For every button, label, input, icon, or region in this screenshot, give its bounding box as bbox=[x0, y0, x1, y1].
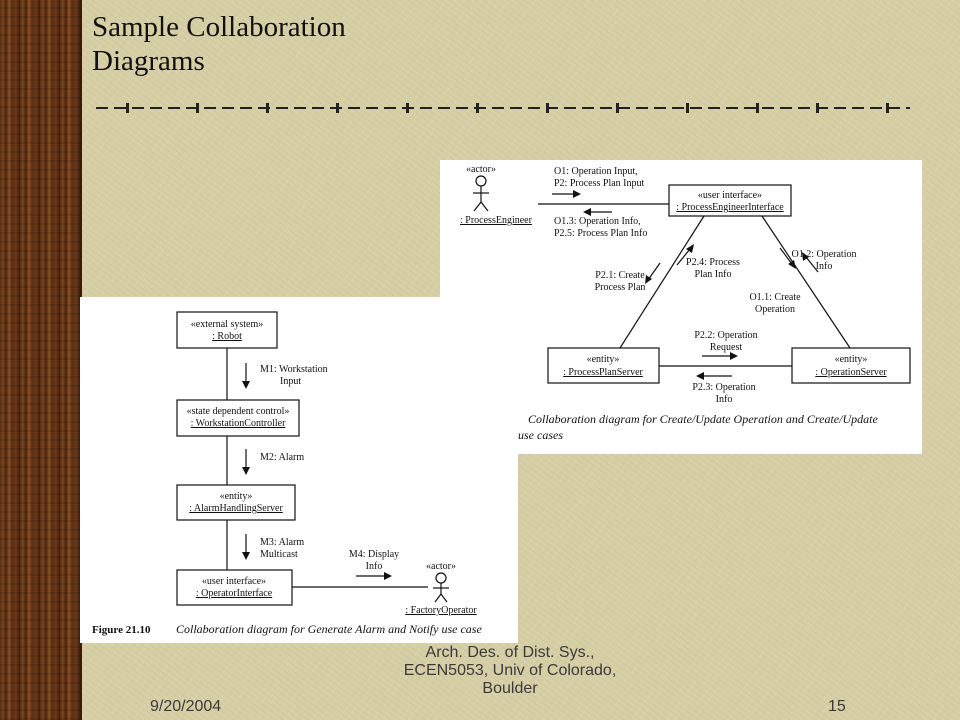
footer-page-number: 15 bbox=[828, 698, 846, 715]
figure-bottom-generate-alarm: «external system» : Robot «state depende… bbox=[80, 297, 518, 643]
os-stereotype: «entity» bbox=[835, 354, 868, 365]
msg-m2: M2: Alarm bbox=[260, 452, 304, 463]
msg-m1-line1: M1: Workstation bbox=[260, 364, 328, 375]
footer-course-line3: Boulder bbox=[482, 680, 538, 697]
robot-box bbox=[176, 311, 278, 349]
wc-stereotype: «state dependent control» bbox=[187, 406, 290, 417]
figure-number-label: Figure 21.10 bbox=[92, 624, 151, 636]
ahs-stereotype: «entity» bbox=[220, 491, 253, 502]
oi-stereotype: «user interface» bbox=[202, 576, 266, 587]
msg-m3-line2: Multicast bbox=[260, 549, 298, 560]
top-caption-line2: use cases bbox=[518, 428, 563, 442]
msg-p24-line1: P2.4: Process bbox=[686, 257, 740, 268]
slide-title: Sample Collaboration Diagrams bbox=[92, 10, 346, 78]
pps-name: : ProcessPlanServer bbox=[563, 367, 643, 378]
msg-p23-line1: P2.3: Operation bbox=[692, 382, 755, 393]
msg-p21-line1: P2.1: Create bbox=[595, 270, 645, 281]
title-line-2: Diagrams bbox=[92, 45, 205, 77]
msg-m3-line1: M3: Alarm bbox=[260, 537, 304, 548]
msg-o13-line2: P2.5: Process Plan Info bbox=[554, 228, 647, 239]
wc-name: : WorkstationController bbox=[191, 418, 287, 429]
factory-operator-stereotype: «actor» bbox=[426, 561, 456, 572]
factory-operator-actor-icon bbox=[433, 572, 449, 603]
msg-o12-line1: O1.2: Operation bbox=[792, 249, 857, 260]
msg-p24-line2: Plan Info bbox=[695, 269, 732, 280]
title-divider bbox=[96, 103, 910, 113]
os-name: : OperationServer bbox=[815, 367, 887, 378]
msg-o1-line2: P2: Process Plan Input bbox=[554, 178, 645, 189]
bottom-diagram-svg: «external system» : Robot «state depende… bbox=[92, 311, 482, 636]
msg-p22-line1: P2.2: Operation bbox=[694, 330, 757, 341]
footer-date: 9/20/2004 bbox=[150, 698, 222, 715]
msg-p21-line2: Process Plan bbox=[595, 282, 646, 293]
title-line-1: Sample Collaboration bbox=[92, 11, 346, 43]
footer-course-line1: Arch. Des. of Dist. Sys., bbox=[425, 644, 595, 661]
figure-top-create-update-operation: «actor» : ProcessEngineer «user interfac… bbox=[440, 160, 922, 454]
top-caption-line1: Collaboration diagram for Create/Update … bbox=[528, 412, 878, 426]
footer-course-line2: ECEN5053, Univ of Colorado, bbox=[403, 662, 617, 679]
msg-o1-line1: O1: Operation Input, bbox=[554, 166, 638, 177]
robot-stereotype: «external system» bbox=[191, 319, 263, 330]
actor-stereotype: «actor» bbox=[466, 164, 496, 175]
msg-o13-line1: O1.3: Operation Info, bbox=[554, 216, 641, 227]
msg-p22-line2: Request bbox=[710, 342, 742, 353]
msg-m4-line1: M4: Display bbox=[349, 549, 399, 560]
workstation-controller-box bbox=[176, 399, 300, 437]
msg-o11-line1: O1.1: Create bbox=[749, 292, 801, 303]
ahs-name: : AlarmHandlingServer bbox=[189, 503, 283, 514]
process-engineer-interface-box bbox=[668, 184, 792, 217]
oi-name: : OperatorInterface bbox=[196, 588, 273, 599]
pei-stereotype: «user interface» bbox=[698, 190, 762, 201]
msg-o11-line2: Operation bbox=[755, 304, 795, 315]
pei-name: : ProcessEngineerInterface bbox=[676, 202, 784, 213]
pps-stereotype: «entity» bbox=[587, 354, 620, 365]
robot-name: : Robot bbox=[212, 331, 242, 342]
msg-m4-line2: Info bbox=[366, 561, 383, 572]
factory-operator-name: : FactoryOperator bbox=[405, 605, 477, 616]
wood-sidebar bbox=[0, 0, 82, 720]
alarm-handling-server-box bbox=[176, 484, 296, 521]
msg-o12-line2: Info bbox=[816, 261, 833, 272]
actor-name: : ProcessEngineer bbox=[460, 215, 533, 226]
msg-m1-line2: Input bbox=[280, 376, 301, 387]
bottom-caption: Collaboration diagram for Generate Alarm… bbox=[176, 622, 482, 636]
msg-p23-line2: Info bbox=[716, 394, 733, 405]
process-engineer-actor-icon bbox=[473, 175, 489, 212]
top-diagram-svg: «actor» : ProcessEngineer «user interfac… bbox=[460, 164, 911, 442]
footer-course: Arch. Des. of Dist. Sys., ECEN5053, Univ… bbox=[360, 644, 660, 698]
